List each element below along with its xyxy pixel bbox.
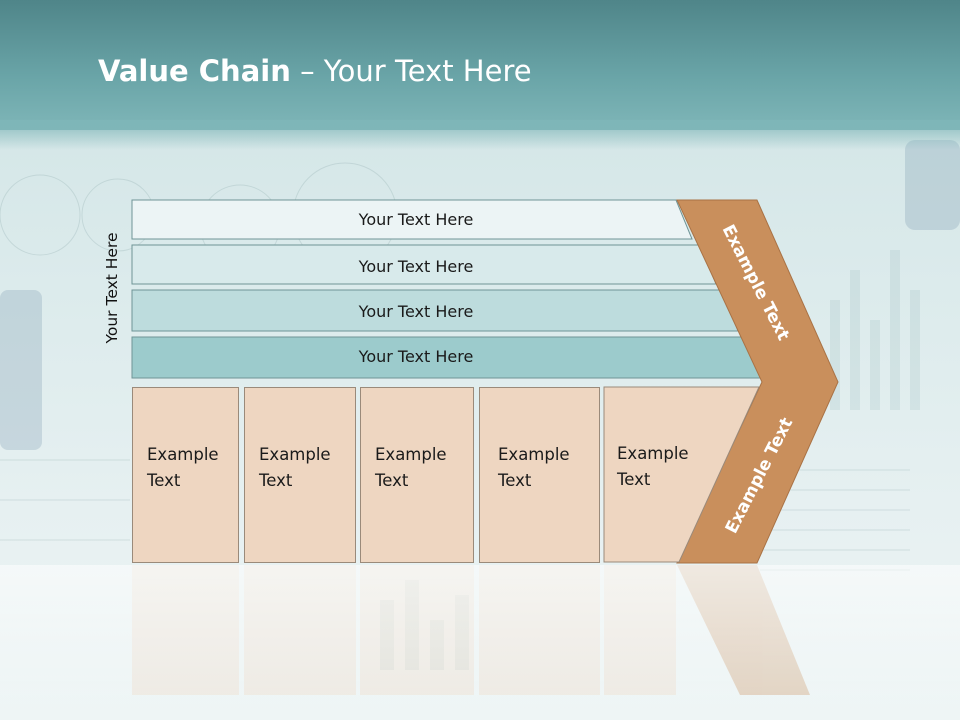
activity-box-1-line1: Example: [147, 445, 219, 464]
row-3-label: Your Text Here: [358, 302, 474, 321]
activity-box-1-line2: Text: [147, 471, 181, 490]
activity-box-4-line2: Text: [498, 471, 532, 490]
activity-box-2-line1: Example: [259, 445, 331, 464]
activity-box-3-line2: Text: [375, 471, 409, 490]
activity-box-4-line1: Example: [498, 445, 570, 464]
header-bar: [0, 0, 960, 130]
activity-box-2-line2: Text: [259, 471, 293, 490]
activity-box-5-line2: Text: [617, 470, 651, 489]
title-rest: – Your Text Here: [290, 54, 532, 88]
chevron-shape: [676, 199, 839, 564]
activity-box-5-line1: Example: [617, 444, 689, 463]
row-1-shape: [131, 199, 693, 240]
row-2-label: Your Text Here: [358, 257, 474, 276]
row-1-label: Your Text Here: [358, 210, 474, 229]
header-fade: [0, 120, 960, 150]
row-4-label: Your Text Here: [358, 347, 474, 366]
row-2: Your Text Here: [131, 244, 717, 285]
reflection: [0, 565, 960, 720]
title-bold: Value Chain: [98, 54, 291, 88]
row-3: Your Text Here: [131, 289, 739, 332]
activity-box-5-shape: [603, 386, 760, 563]
row-1: Your Text Here: [131, 199, 693, 240]
activity-box-3-line1: Example: [375, 445, 447, 464]
row-4: Your Text Here: [131, 336, 764, 379]
slide-title: Value Chain – Your Text Here: [98, 54, 532, 88]
